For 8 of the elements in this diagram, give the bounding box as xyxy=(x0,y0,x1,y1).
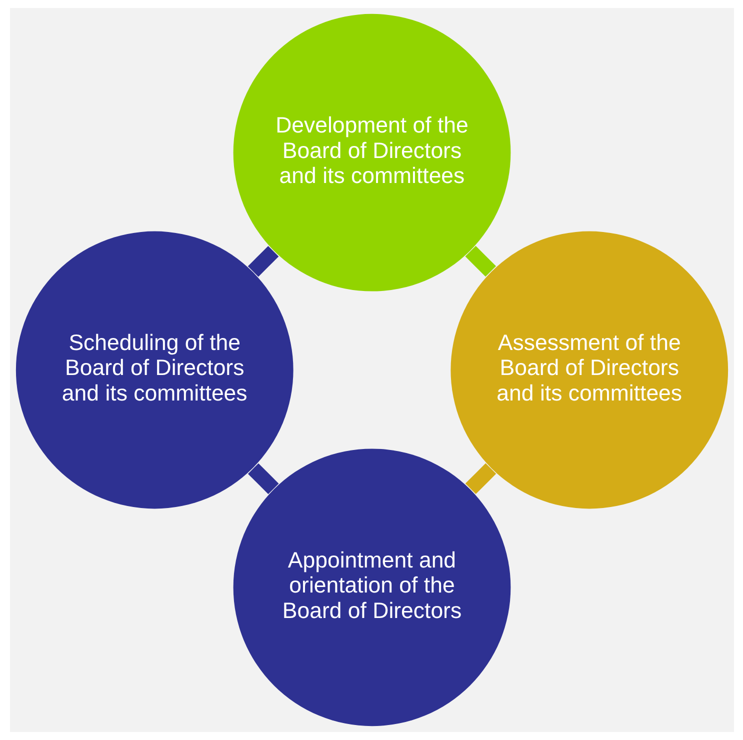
node-circle: Scheduling of the Board of Directors and its committees xyxy=(15,231,293,509)
connector xyxy=(247,246,278,277)
connector xyxy=(464,246,496,277)
connector xyxy=(247,463,278,494)
node-circle: Appointment and orientation of the Board of Directors xyxy=(232,448,510,726)
connector xyxy=(464,463,496,494)
node-circle: Assessment of the Board of Directors and its committees xyxy=(450,231,728,509)
node-circle: Development of the Board of Directors and its committees xyxy=(232,14,510,292)
